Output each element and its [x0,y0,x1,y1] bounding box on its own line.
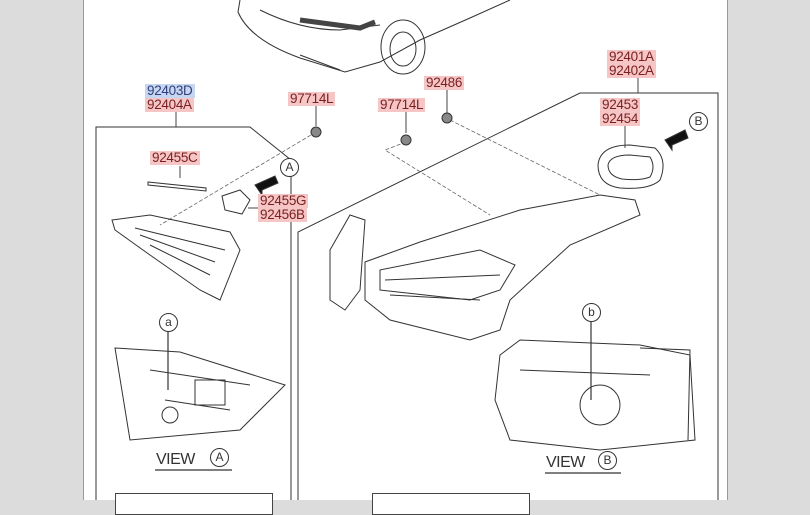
legend-box-a [115,493,273,515]
detail-a-marker: a [159,313,178,332]
view-a-marker: A [280,158,299,177]
part-number-92486[interactable]: 92486 [424,75,465,90]
part-number-92404A[interactable]: 92404A [145,97,194,112]
part-number-92453[interactable]: 92453 [600,97,641,112]
parts-diagram-sheet [83,0,728,500]
part-number-92456B[interactable]: 92456B [258,207,307,222]
right-assembly-frame [297,92,719,500]
view-b-letter: B [598,451,617,470]
part-number-92455G[interactable]: 92455G [258,193,309,208]
part-number-92402A[interactable]: 92402A [607,63,656,78]
view-a-label: VIEW [156,451,195,468]
part-number-92403D[interactable]: 92403D [145,83,195,98]
legend-box-b [372,493,530,515]
exploded-view-drawing [95,0,719,500]
part-number-92454[interactable]: 92454 [600,111,641,126]
part-number-92455C[interactable]: 92455C [150,150,200,165]
view-b-marker: B [689,112,708,131]
fastener-icons [310,112,453,146]
car-rear-illustration [237,0,511,75]
part-number-97714L[interactable]: 97714L [378,97,426,112]
view-b-label: VIEW [546,454,585,471]
part-number-92401A[interactable]: 92401A [607,49,656,64]
left-assembly-frame [95,126,292,500]
part-number-97714L[interactable]: 97714L [288,91,336,106]
detail-b-marker: b [582,303,601,322]
view-a-letter: A [210,448,229,467]
